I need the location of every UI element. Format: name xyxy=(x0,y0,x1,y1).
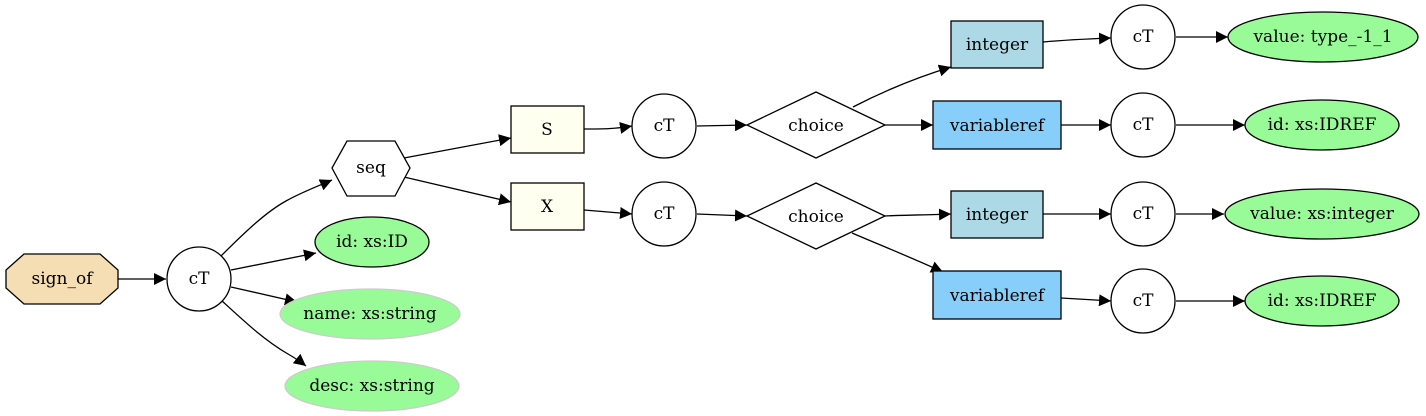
complex-type-s-label: cT xyxy=(654,116,676,136)
root-label: sign_of xyxy=(31,269,94,289)
attribute-value-integer[interactable]: value: xs:integer xyxy=(1224,188,1420,240)
ref-variableref-x[interactable]: variableref xyxy=(932,270,1062,320)
complex-type-integer-s-label: cT xyxy=(1133,27,1155,47)
complex-type-circle xyxy=(166,246,232,312)
attribute-id-label: id: xs:ID xyxy=(336,232,408,252)
root-node[interactable]: sign_of xyxy=(5,253,119,305)
type-integer-x-label: integer xyxy=(966,205,1029,225)
attribute-value-type-shape xyxy=(1227,11,1419,63)
element-x[interactable]: X xyxy=(510,182,585,231)
attribute-id-idref-x-shape xyxy=(1244,275,1400,327)
choice-s-label: choice xyxy=(788,116,844,136)
edge-int-s-ct xyxy=(1042,32,1112,45)
type-integer-s-label: integer xyxy=(966,35,1029,55)
sequence-shape xyxy=(331,140,411,197)
complex-type-node[interactable]: cT xyxy=(166,246,232,312)
attribute-value-type-label: value: type_-1_1 xyxy=(1252,27,1392,47)
edge-ct-desc xyxy=(220,299,307,367)
complex-type-integer-s[interactable]: cT xyxy=(1110,4,1176,70)
type-integer-s[interactable]: integer xyxy=(950,20,1044,69)
complex-type-variableref-x-label: cT xyxy=(1133,291,1155,311)
attribute-value-integer-shape xyxy=(1224,188,1420,240)
attribute-value-integer-label: value: xs:integer xyxy=(1249,204,1395,224)
element-s[interactable]: S xyxy=(510,105,585,154)
edge-cts-choice xyxy=(696,119,748,132)
attribute-id-idref-s-shape xyxy=(1244,99,1400,151)
choice-x-shape xyxy=(745,182,887,250)
edges xyxy=(118,31,1245,367)
attribute-name[interactable]: name: xs:string xyxy=(279,288,461,340)
attribute-id[interactable]: id: xs:ID xyxy=(314,216,430,268)
element-x-label: X xyxy=(541,197,554,217)
type-integer-x[interactable]: integer xyxy=(950,190,1044,239)
sequence-label: seq xyxy=(356,158,386,178)
attribute-name-shape xyxy=(279,288,461,340)
complex-type-integer-s-circle xyxy=(1110,4,1176,70)
edge-choices-integer xyxy=(852,64,952,108)
attribute-id-idref-s-label: id: xs:IDREF xyxy=(1268,115,1377,135)
element-s-box xyxy=(510,105,585,154)
complex-type-x-circle xyxy=(631,181,697,247)
choice-x-label: choice xyxy=(788,207,844,227)
attribute-name-label: name: xs:string xyxy=(303,304,437,324)
complex-type-s[interactable]: cT xyxy=(631,93,697,159)
choice-s-shape xyxy=(745,91,887,159)
complex-type-label: cT xyxy=(189,269,211,289)
edge-ctx-choice xyxy=(696,209,748,222)
edge-var-x-ct xyxy=(1060,294,1112,307)
root-shape xyxy=(5,253,119,305)
complex-type-s-circle xyxy=(631,93,697,159)
complex-type-integer-x-label: cT xyxy=(1133,204,1155,224)
attribute-desc-shape xyxy=(284,360,460,412)
type-integer-x-box xyxy=(950,190,1044,239)
ref-variableref-s-box xyxy=(932,100,1062,150)
attribute-value-type[interactable]: value: type_-1_1 xyxy=(1227,11,1419,63)
complex-type-x-label: cT xyxy=(654,204,676,224)
element-x-box xyxy=(510,182,585,231)
edge-choicex-varref xyxy=(851,232,944,273)
attribute-id-idref-x-label: id: xs:IDREF xyxy=(1268,291,1377,311)
edge-choicex-integer xyxy=(884,208,952,221)
complex-type-integer-x[interactable]: cT xyxy=(1110,181,1176,247)
ref-variableref-x-box xyxy=(932,270,1062,320)
choice-x[interactable]: choice xyxy=(745,182,887,250)
attribute-id-idref-s[interactable]: id: xs:IDREF xyxy=(1244,99,1400,151)
attribute-id-idref-x[interactable]: id: xs:IDREF xyxy=(1244,275,1400,327)
complex-type-variableref-x[interactable]: cT xyxy=(1110,268,1176,334)
complex-type-variableref-s[interactable]: cT xyxy=(1110,92,1176,158)
edge-x-ct xyxy=(583,207,633,219)
edge-ct-seq xyxy=(220,179,333,257)
complex-type-variableref-s-label: cT xyxy=(1133,115,1155,135)
edge-s-ct xyxy=(583,122,633,134)
sequence-node[interactable]: seq xyxy=(331,140,411,197)
edge-seq-x xyxy=(403,176,512,206)
type-integer-s-box xyxy=(950,20,1044,69)
complex-type-variableref-x-circle xyxy=(1110,268,1176,334)
edge-ct-id xyxy=(230,249,317,271)
attribute-desc-label: desc: xs:string xyxy=(309,376,434,396)
edge-ct-name xyxy=(230,286,298,306)
attribute-desc[interactable]: desc: xs:string xyxy=(284,360,460,412)
complex-type-integer-x-circle xyxy=(1110,181,1176,247)
choice-s[interactable]: choice xyxy=(745,91,887,159)
ref-variableref-s[interactable]: variableref xyxy=(932,100,1062,150)
edge-seq-s xyxy=(403,134,512,159)
complex-type-variableref-s-circle xyxy=(1110,92,1176,158)
attribute-id-shape xyxy=(314,216,430,268)
complex-type-x[interactable]: cT xyxy=(631,181,697,247)
ref-variableref-x-label: variableref xyxy=(949,286,1046,306)
element-s-label: S xyxy=(541,120,553,140)
ref-variableref-s-label: variableref xyxy=(949,116,1046,136)
